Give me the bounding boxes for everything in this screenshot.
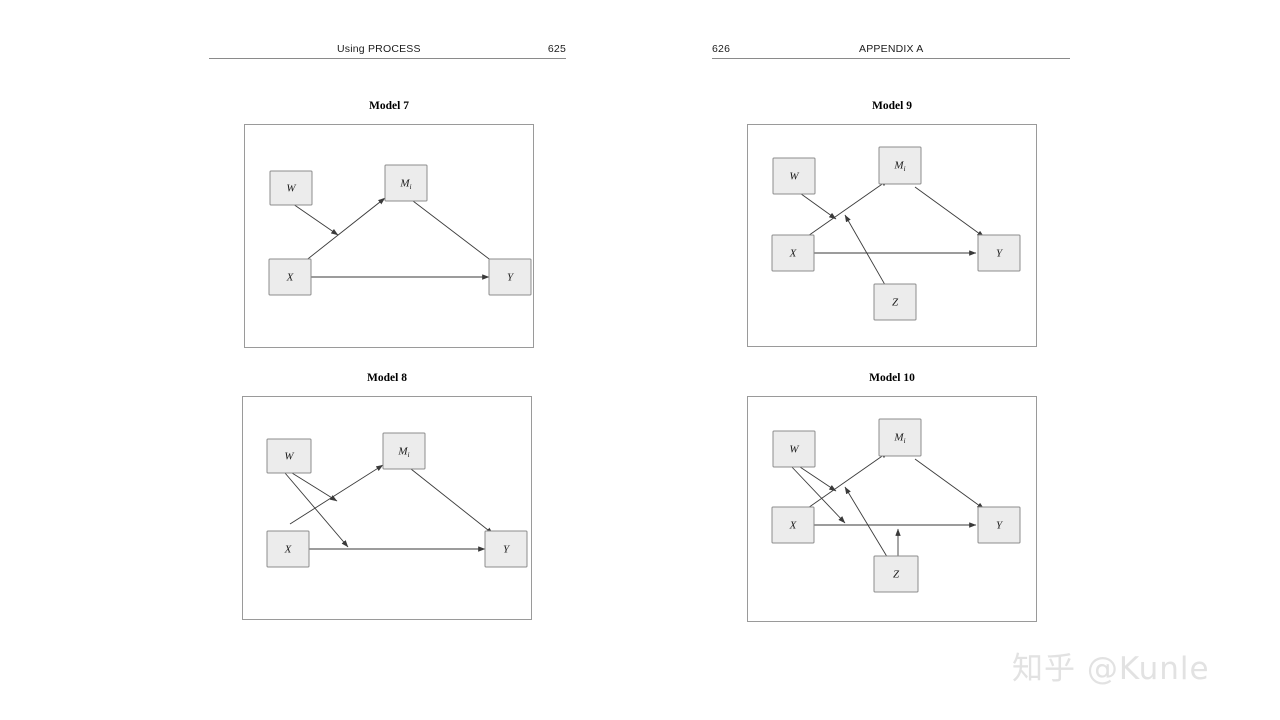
watermark-zhihu: 知乎 @Kunle [1012,651,1210,687]
svg-text:Y: Y [507,272,515,284]
figure-title-model-10: Model 10 [869,372,915,384]
figure-title-model-8: Model 8 [367,372,407,384]
node-M[interactable]: Mi [878,146,922,185]
figure-frame-model-9: W Mi X Y Z [747,124,1037,347]
edge-w-to-x-y-path [789,464,846,524]
node-Z[interactable]: Z [873,283,917,321]
node-Z[interactable]: Z [873,555,919,593]
figure-frame-model-8: W Mi X Y [242,396,532,620]
svg-text:X: X [789,520,798,532]
edges-model-10 [789,451,985,566]
page-folio-right: 626 [712,43,731,55]
svg-text:Mi: Mi [397,446,409,459]
figure-title-model-9: Model 9 [872,100,912,112]
running-header-left: Using PROCESS 625 [209,33,566,59]
node-W[interactable]: W [772,430,816,468]
node-Y[interactable]: Y [977,506,1021,544]
figure-frame-model-7: W Mi X Y [244,124,534,348]
node-M[interactable]: Mi [878,418,922,457]
node-Y[interactable]: Y [484,530,528,568]
running-header-title-left: Using PROCESS [337,43,421,55]
figure-frame-model-10: W Mi X Y Z [747,396,1037,622]
node-X[interactable]: X [771,234,815,272]
svg-text:W: W [284,451,294,463]
node-X[interactable]: X [771,506,815,544]
running-header-right: 626 APPENDIX A [712,33,1070,59]
edge-w-to-x-m-path [291,472,338,502]
svg-text:X: X [286,272,295,284]
svg-text:Y: Y [996,520,1004,532]
edge-w-to-x-y-path [284,472,349,548]
svg-text:Y: Y [503,544,511,556]
node-M[interactable]: Mi [384,164,428,202]
node-W[interactable]: W [772,157,816,195]
running-header-title-right: APPENDIX A [859,43,924,55]
svg-text:W: W [789,171,799,183]
svg-text:X: X [789,248,798,260]
edge-m-to-y [410,468,494,535]
svg-text:W: W [789,444,799,456]
header-rule-right [712,58,1070,59]
edges-model-9 [794,179,985,298]
node-W[interactable]: W [266,438,312,474]
svg-text:Y: Y [996,248,1004,260]
edge-w-to-x-m-path [292,203,339,236]
page-folio-left: 625 [547,43,566,55]
edge-x-to-m [289,464,384,525]
edge-m-to-y [914,186,985,238]
node-Y[interactable]: Y [488,258,532,296]
figure-model-10: Model 10 W [747,372,1037,622]
edge-w-to-x-m-path [796,190,837,220]
node-Y[interactable]: Y [977,234,1021,272]
figure-model-9: Model 9 W [747,100,1037,348]
svg-text:X: X [284,544,293,556]
svg-text:W: W [286,183,296,195]
svg-text:Mi: Mi [893,160,905,173]
node-X[interactable]: X [266,530,310,568]
node-M[interactable]: Mi [382,432,426,470]
edge-x-to-m [794,451,889,518]
edges-model-7 [289,197,498,280]
edge-m-to-y [412,200,498,266]
edges-model-8 [284,464,494,552]
svg-text:Mi: Mi [399,178,411,191]
edge-w-to-x-m-path [796,464,837,492]
figure-model-8: Model 8 W [242,372,532,620]
svg-text:Z: Z [893,569,900,581]
figure-model-7: Model 7 W [244,100,534,348]
edge-z-to-x-m-path [844,486,893,566]
edge-x-to-m [794,179,889,246]
svg-text:Z: Z [892,297,899,309]
svg-text:Mi: Mi [893,432,905,445]
edge-m-to-y [914,458,985,510]
edge-z-to-x-m-path [844,214,893,298]
node-W[interactable]: W [269,170,313,206]
figure-title-model-7: Model 7 [369,100,409,112]
node-X[interactable]: X [268,258,312,296]
header-rule-left [209,58,566,59]
